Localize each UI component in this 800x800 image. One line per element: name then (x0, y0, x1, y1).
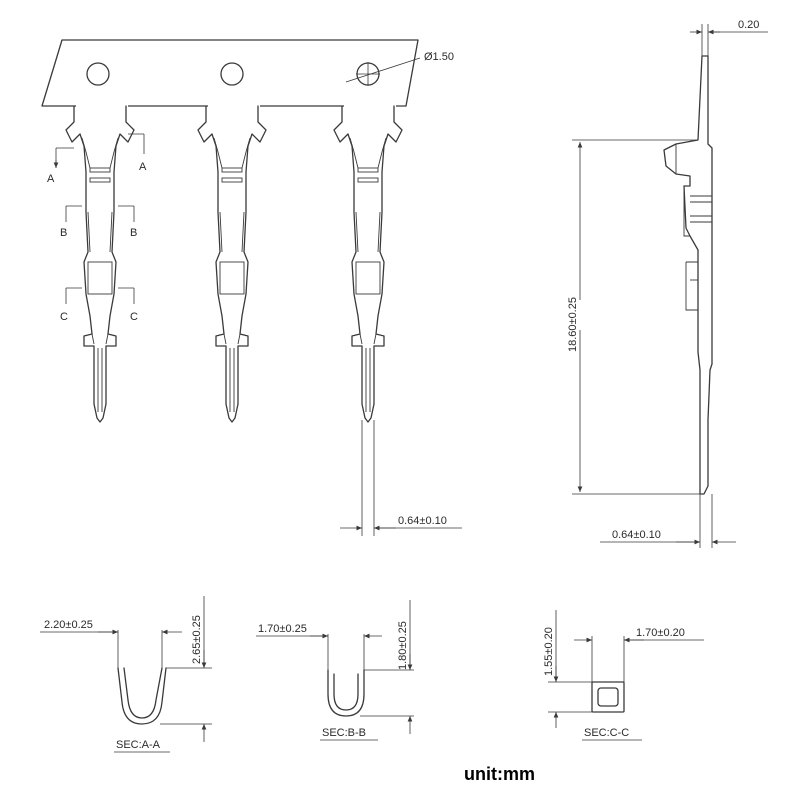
pilot-hole (220, 62, 244, 86)
svg-text:A: A (47, 173, 55, 185)
terminal-2 (197, 102, 267, 423)
carrier-strip: Ø1.50 (41, 39, 454, 107)
section-cc-height-label: 1.55±0.20 (543, 627, 555, 676)
section-cc: 1.70±0.20 1.55±0.20 SEC:C-C (543, 610, 704, 741)
pilot-hole (86, 62, 110, 86)
svg-text:C: C (60, 311, 68, 323)
section-aa: 2.20±0.25 2.65±0.25 SEC:A-A (40, 596, 212, 753)
section-cc-label: SEC:C-C (584, 727, 629, 739)
svg-text:A: A (139, 161, 147, 173)
side-view: 0.20 18.60±0.25 0.64±0.10 (567, 19, 768, 548)
section-marker-b: B B (60, 205, 137, 239)
pin-width-front-label: 0.64±0.10 (398, 515, 447, 527)
svg-text:C: C (130, 311, 138, 323)
unit-label: unit:mm (464, 764, 535, 784)
section-bb-height-label: 1.80±0.25 (397, 621, 409, 670)
section-aa-width-label: 2.20±0.25 (44, 619, 93, 631)
terminal-1 (65, 102, 135, 423)
section-bb-width-label: 1.70±0.25 (258, 623, 307, 635)
section-marker-a: A A (47, 133, 147, 185)
svg-text:B: B (60, 227, 67, 239)
hole-diameter-label: Ø1.50 (424, 51, 454, 63)
section-aa-height-label: 2.65±0.25 (191, 615, 203, 664)
terminal-3 (333, 102, 403, 423)
section-bb: 1.70±0.25 1.80±0.25 SEC:B-B (256, 600, 414, 741)
section-aa-label: SEC:A-A (116, 739, 161, 751)
thickness-label: 0.20 (738, 19, 759, 31)
pin-width-side-label: 0.64±0.10 (612, 529, 661, 541)
pin-width-dimension-front: 0.64±0.10 (340, 420, 462, 536)
section-bb-label: SEC:B-B (322, 727, 366, 739)
svg-text:B: B (130, 227, 137, 239)
section-cc-width-label: 1.70±0.20 (636, 627, 685, 639)
section-marker-c: C C (60, 287, 138, 323)
length-label: 18.60±0.25 (567, 297, 579, 352)
